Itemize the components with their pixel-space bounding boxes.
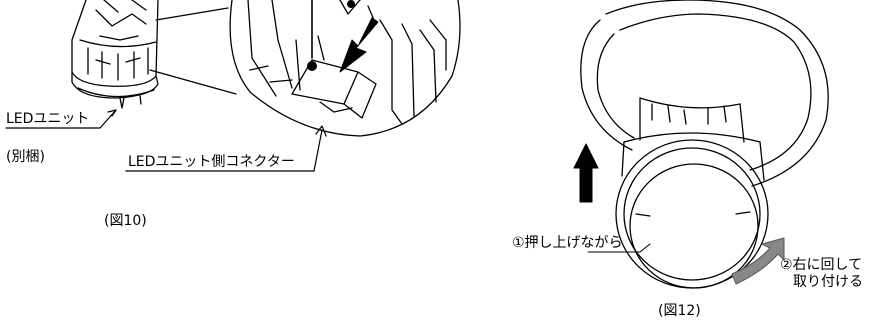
figure-10-caption: (図10) (104, 213, 147, 229)
step-2-label-line1: ②右に回して (780, 257, 863, 273)
magnified-connector-view (229, 0, 461, 137)
lamp-socket-drawing (615, 132, 769, 289)
figure-12-caption: (図12) (658, 303, 701, 319)
lamp-ring-drawing (580, 0, 829, 187)
led-unit-label: LEDユニット (6, 111, 90, 127)
led-unit-drawing (71, 0, 237, 109)
separate-package-label: (別梱) (6, 149, 45, 165)
step-2-label-line2: 取り付ける (793, 274, 863, 290)
connector-label: LEDユニット側コネクター (128, 154, 295, 170)
step-1-label: ①押し上げながら (512, 235, 623, 251)
